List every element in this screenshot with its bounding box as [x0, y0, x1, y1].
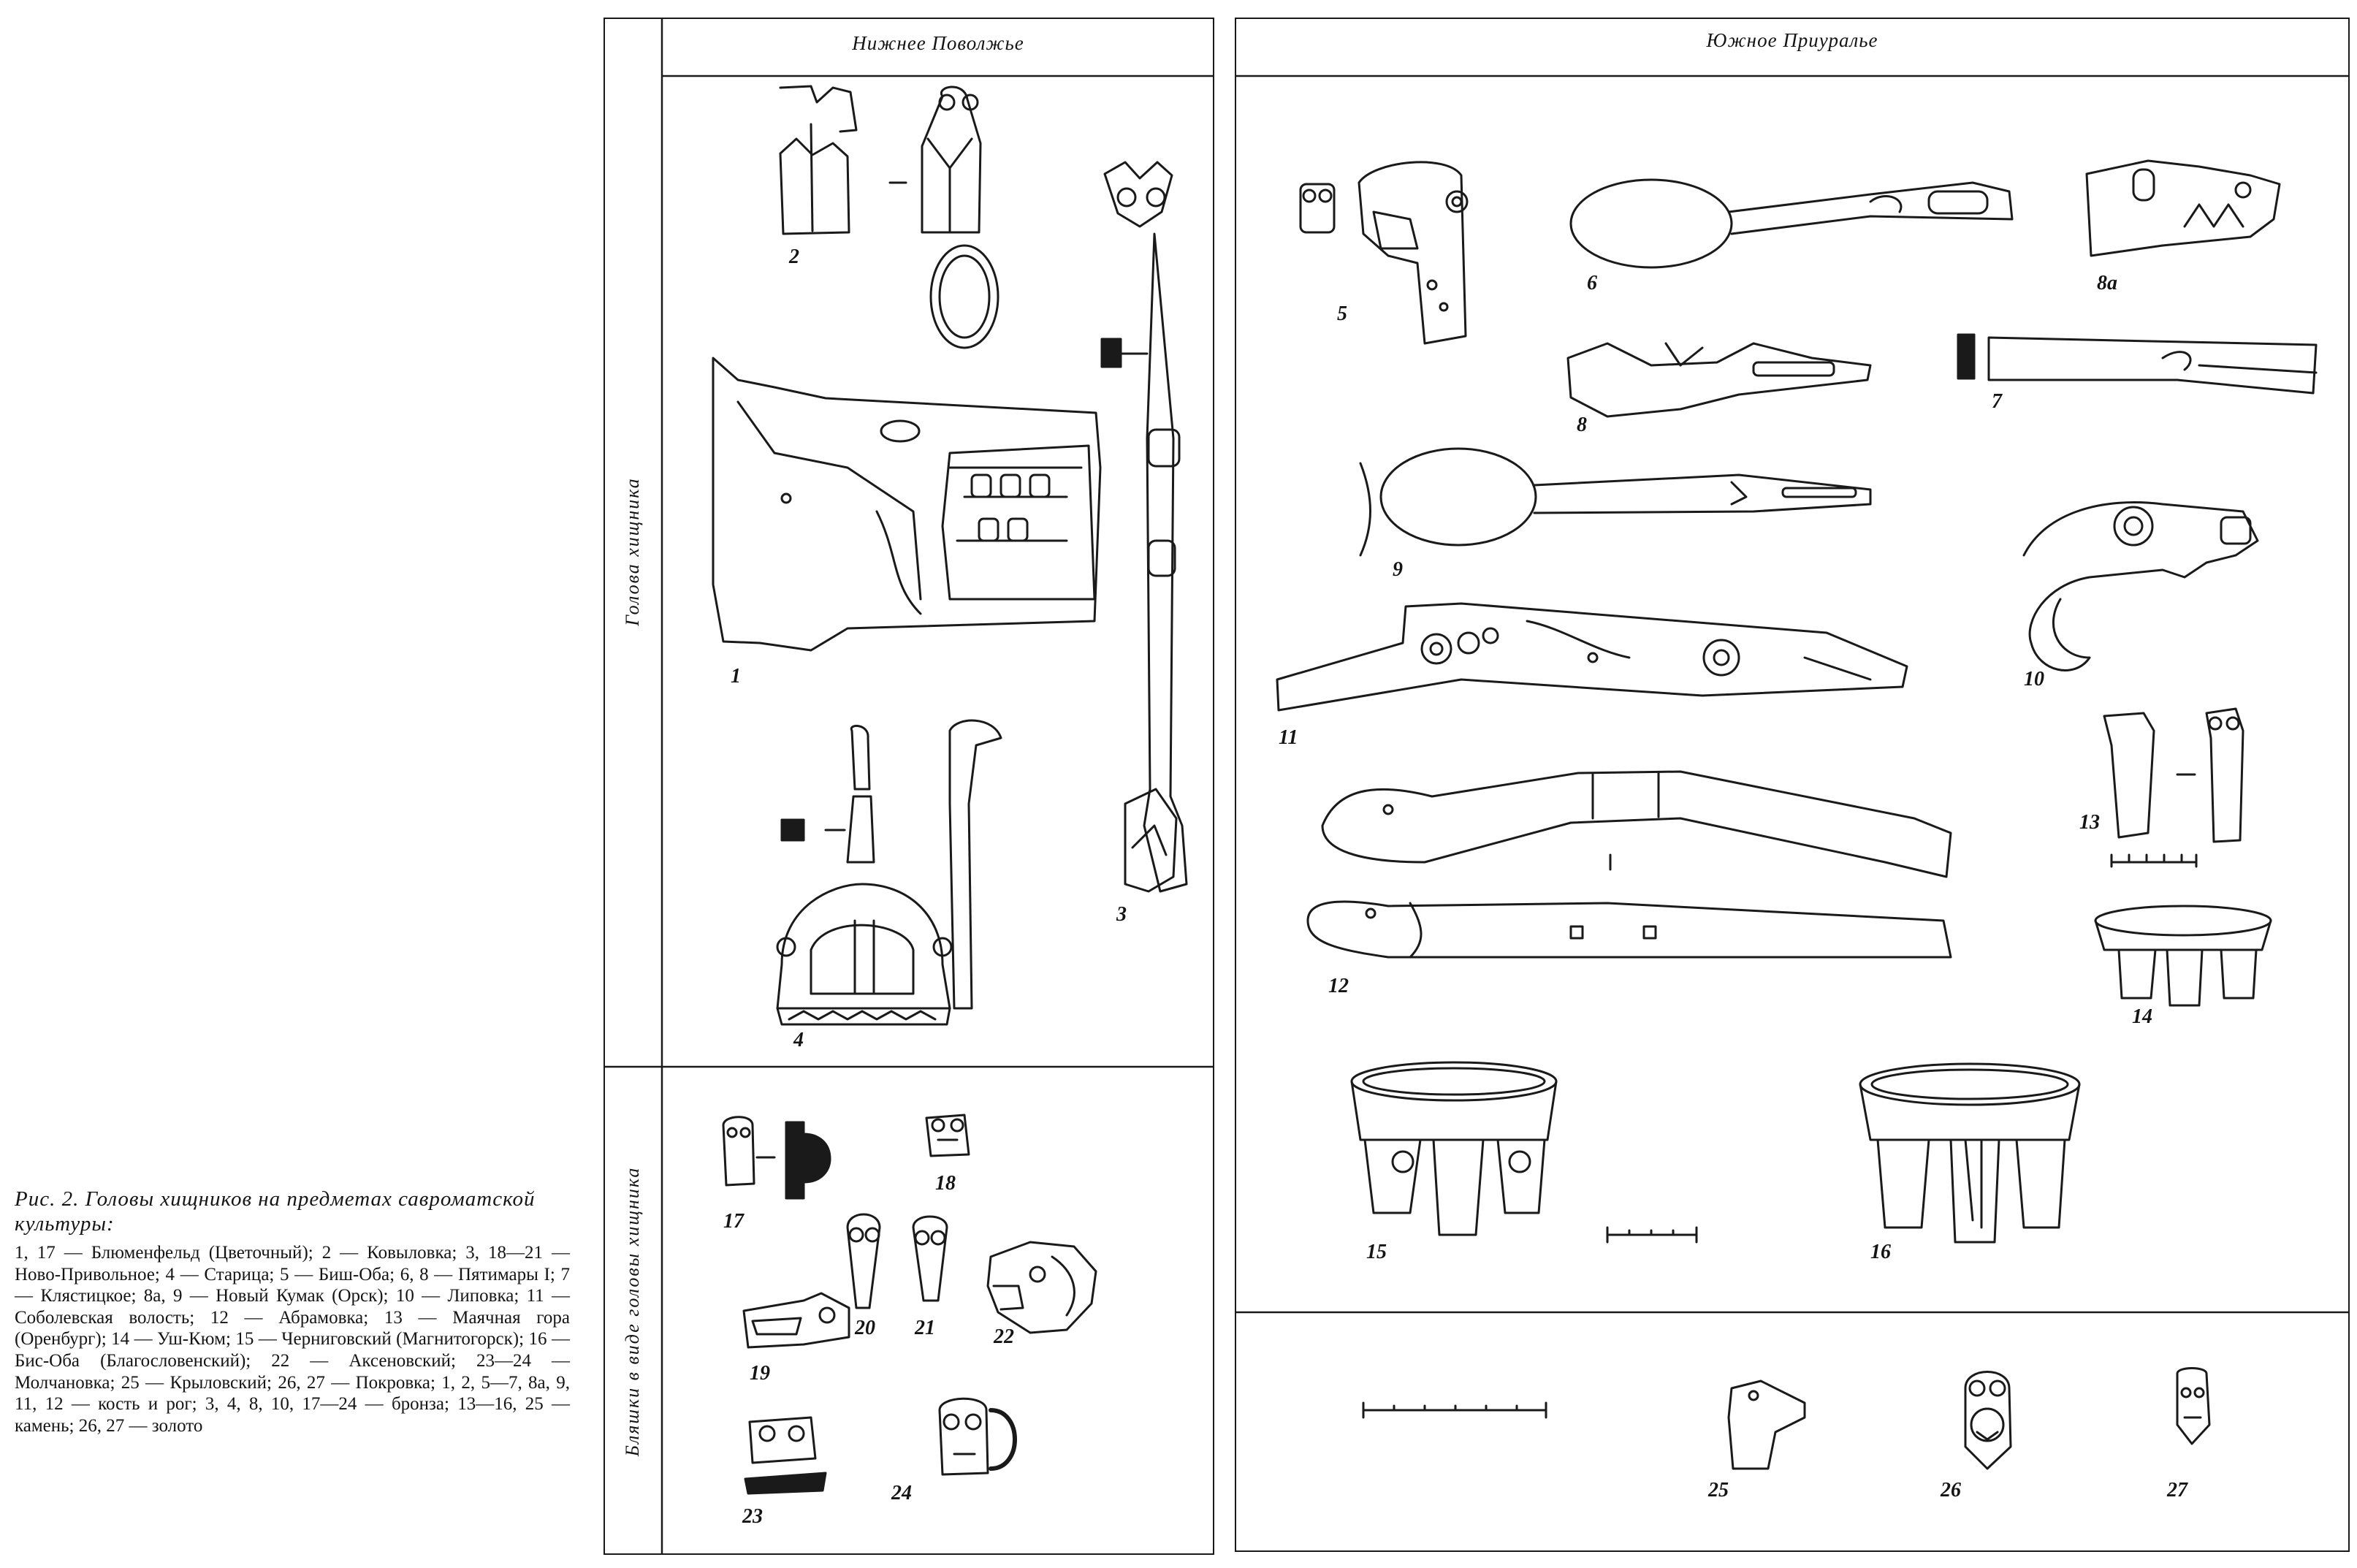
item-number-21: 21	[915, 1317, 935, 1339]
artifact-4-drawing	[776, 719, 1002, 1026]
item-number-13: 13	[2079, 811, 2100, 834]
section-mark-7	[1957, 333, 1976, 380]
artifact-26-drawing	[1964, 1371, 2012, 1470]
artifact-22-drawing	[986, 1241, 1097, 1334]
item-number-7: 7	[1992, 390, 2002, 413]
artifact-17-drawing	[722, 1116, 776, 1187]
artifact-11-drawing	[1276, 602, 1908, 712]
artifact-12-drawing	[1306, 770, 1952, 959]
right-panel	[1235, 18, 2350, 1552]
item-number-6: 6	[1587, 272, 1597, 294]
section-mark-3	[1100, 338, 1122, 368]
artifact-5-drawing	[1299, 161, 1469, 345]
item-number-8a: 8а	[2097, 272, 2117, 294]
artifact-20-drawing	[846, 1213, 881, 1309]
item-number-10: 10	[2024, 668, 2044, 690]
item-number-16: 16	[1870, 1241, 1891, 1263]
artifact-2-drawing	[779, 85, 999, 349]
artifact-1-drawing	[712, 357, 1102, 652]
item-number-26: 26	[1941, 1479, 1961, 1502]
item-number-27: 27	[2167, 1479, 2187, 1502]
artifact-25-drawing	[1727, 1379, 1806, 1470]
item-number-14: 14	[2132, 1005, 2152, 1028]
figure-title: Рис. 2. Головы хищников на предметах сав…	[15, 1187, 536, 1236]
artifact-27-drawing	[2176, 1367, 2211, 1445]
artifact-6-drawing	[1569, 178, 2014, 269]
artifact-9-drawing	[1359, 447, 1872, 557]
item-number-3: 3	[1116, 903, 1127, 926]
artifact-23-drawing	[744, 1416, 827, 1495]
item-number-23: 23	[742, 1505, 763, 1528]
header-lower-volga: Нижнее Поволжье	[852, 32, 1024, 54]
item-number-18: 18	[935, 1172, 956, 1195]
artifact-17-section	[785, 1121, 831, 1200]
item-number-8: 8	[1577, 414, 1587, 436]
artifact-7-drawing	[1987, 336, 2318, 395]
item-number-22: 22	[994, 1325, 1014, 1348]
left-panel	[603, 18, 1214, 1555]
item-number-1: 1	[731, 665, 741, 688]
artifact-3-drawing	[1103, 161, 1188, 893]
artifact-8-drawing	[1566, 342, 1872, 418]
scale-bar	[1362, 1401, 1547, 1419]
item-number-11: 11	[1279, 726, 1298, 749]
item-number-20: 20	[855, 1317, 875, 1339]
figure-legend: 1, 17 — Блюменфельд (Цветочный); 2 — Ков…	[15, 1243, 570, 1436]
artifact-15-drawing	[1350, 1061, 1698, 1244]
item-number-25: 25	[1708, 1479, 1729, 1502]
artifact-13-drawing	[2103, 707, 2244, 868]
item-number-4: 4	[793, 1029, 804, 1051]
artifact-10-drawing	[2022, 501, 2259, 671]
item-number-15: 15	[1366, 1241, 1387, 1263]
header-south-urals: Южное Приуралье	[1706, 29, 1878, 51]
item-number-24: 24	[891, 1482, 912, 1504]
figure-caption: Рис. 2. Головы хищников на предметах сав…	[15, 1187, 570, 1436]
artifact-8a-drawing	[2085, 159, 2281, 257]
artifact-21-drawing	[912, 1215, 948, 1302]
artifact-24-drawing	[938, 1397, 1017, 1476]
section-mark-4	[780, 818, 805, 842]
item-number-17: 17	[723, 1210, 744, 1233]
item-number-5: 5	[1337, 302, 1347, 325]
artifact-14-drawing	[2094, 905, 2272, 1007]
artifact-18-drawing	[925, 1114, 970, 1157]
artifact-16-drawing	[1859, 1062, 2081, 1244]
item-number-12: 12	[1328, 975, 1349, 997]
item-number-2: 2	[789, 246, 799, 268]
item-number-19: 19	[750, 1362, 770, 1385]
artifact-19-drawing	[742, 1292, 850, 1349]
item-number-9: 9	[1393, 558, 1403, 581]
